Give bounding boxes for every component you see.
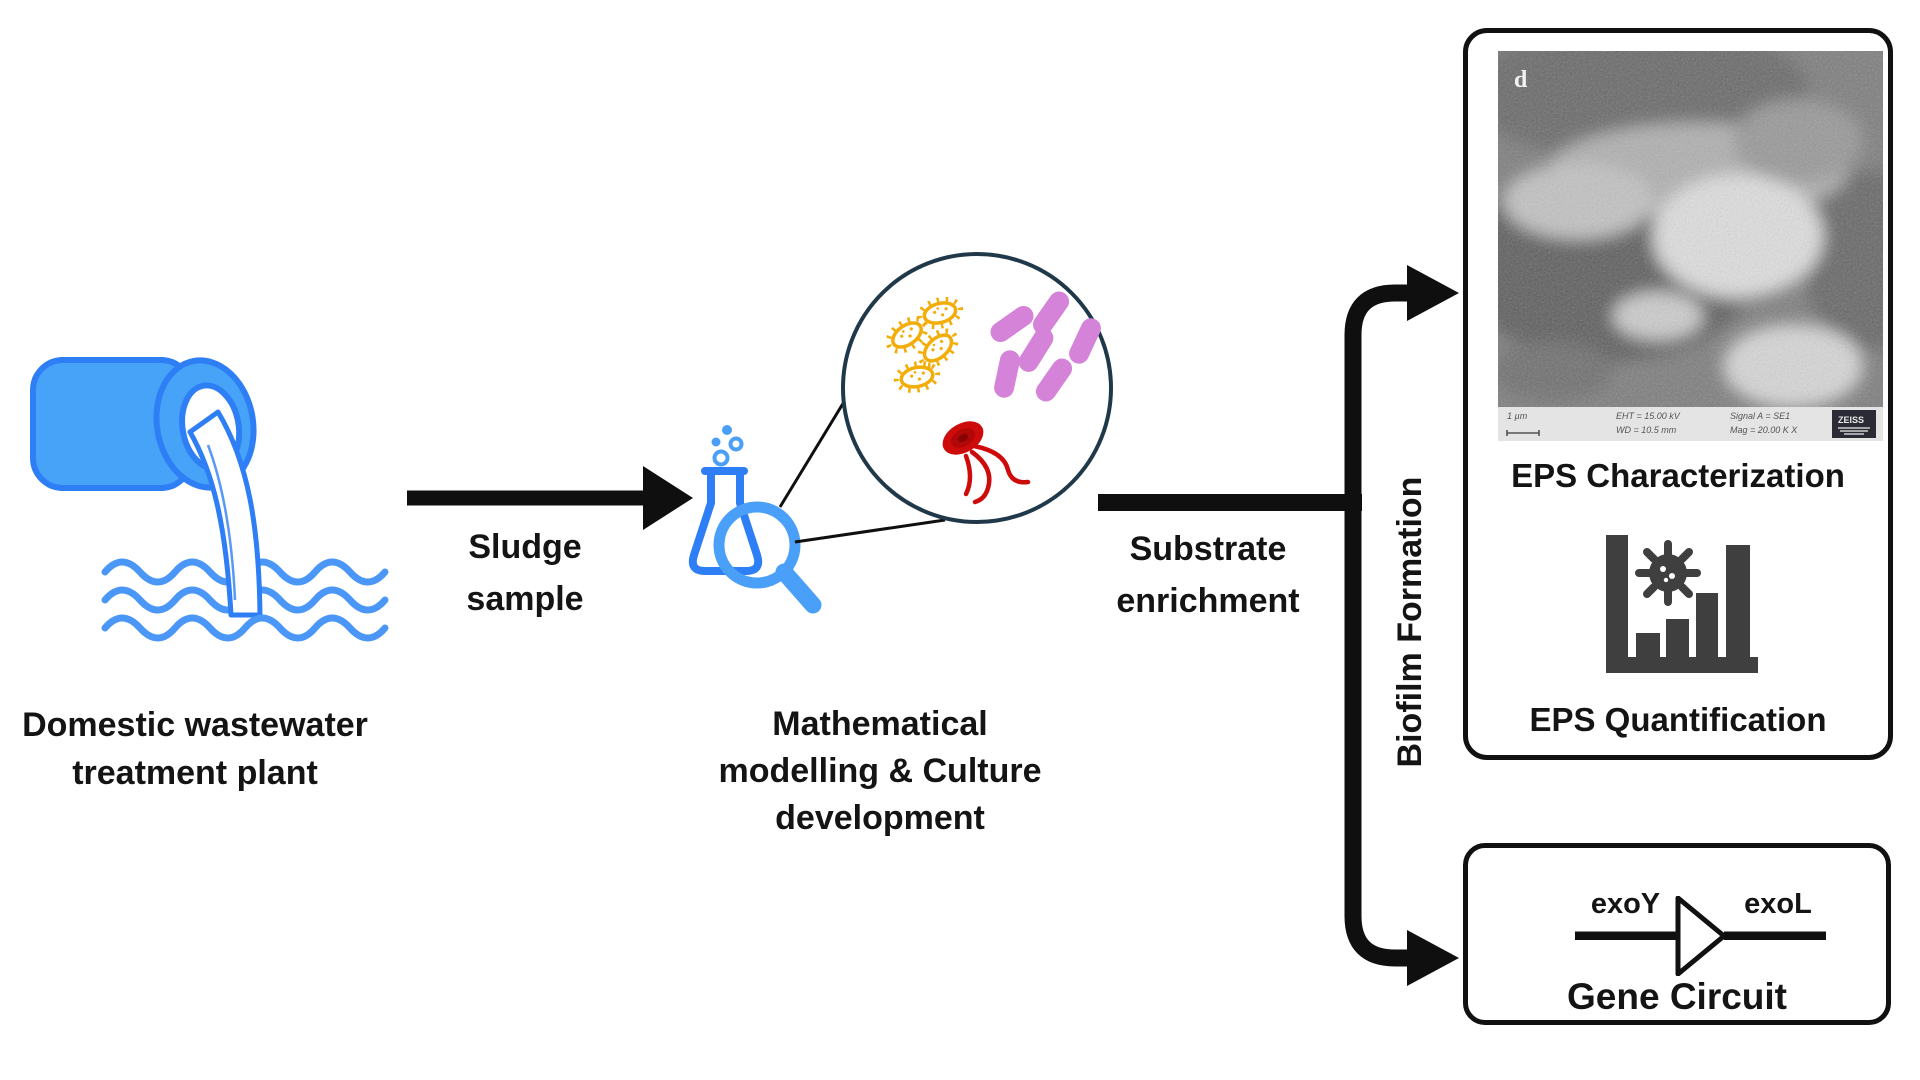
gene-circuit-title: Gene Circuit: [1567, 976, 1787, 1017]
substrate-label-line1: Substrate: [1129, 530, 1287, 568]
culture-label-line2: modelling & Culture: [718, 752, 1042, 790]
sem-corner-label: d: [1514, 67, 1528, 93]
substrate-arrow-label: Substrate enrichment: [1063, 523, 1353, 627]
gene-promoter-arrow-icon: [1575, 896, 1826, 976]
magnifier-icon: [713, 501, 822, 614]
sem-micrograph: d 1 µm EHT = 15.00 kV WD = 10.5 mm Signa…: [1498, 51, 1883, 441]
source-label-line2: treatment plant: [72, 754, 318, 792]
substrate-arrow-line: [1098, 494, 1362, 511]
sludge-arrow-icon: [407, 466, 693, 530]
culture-label: Mathematical modelling & Culture develop…: [620, 701, 1140, 842]
sem-mag-label: Mag = 20.00 K X: [1730, 425, 1798, 435]
sem-metadata-bar: 1 µm EHT = 15.00 kV WD = 10.5 mm Signal …: [1498, 407, 1883, 441]
sem-scale-label: 1 µm: [1507, 411, 1528, 421]
sem-wd-label: WD = 10.5 mm: [1616, 425, 1677, 435]
arrowhead-bottom: [1407, 930, 1459, 986]
wastewater-pipe-icon: [30, 357, 389, 642]
bubbles-icon: [711, 425, 744, 467]
branch-bracket-arrows: [1344, 265, 1459, 986]
gene-circuit-box: exoY exoL Gene Circuit: [1463, 843, 1891, 1025]
gene-exol-label: exoL: [1744, 888, 1812, 920]
arrowhead-top: [1407, 265, 1459, 321]
zeiss-logo-text: ZEISS: [1838, 415, 1864, 425]
bar-chart-virus-icon: [1606, 535, 1758, 673]
microscope-view-circle: [778, 252, 1113, 544]
biofilm-formation-label: Biofilm Formation: [1391, 476, 1429, 768]
eps-characterization-label: EPS Characterization: [1511, 457, 1845, 494]
sludge-arrow-label: Sludge sample: [405, 521, 645, 625]
sem-signal-label: Signal A = SE1: [1730, 411, 1790, 421]
gene-exoy-label: exoY: [1590, 888, 1661, 920]
source-label: Domestic wastewater treatment plant: [5, 701, 385, 797]
red-flagellate-icon: [942, 421, 1031, 505]
substrate-label-line2: enrichment: [1116, 582, 1300, 620]
zoom-connector-lines: [778, 391, 946, 544]
sludge-label-line1: Sludge: [468, 528, 582, 566]
sludge-label-line2: sample: [466, 580, 584, 618]
culture-label-line1: Mathematical: [772, 705, 988, 743]
sem-eht-label: EHT = 15.00 kV: [1616, 411, 1681, 421]
water-waves-icon: [101, 614, 389, 642]
culture-label-line3: development: [775, 799, 985, 837]
source-label-line1: Domestic wastewater: [22, 706, 368, 744]
flask-icon: [688, 425, 822, 614]
eps-box: d 1 µm EHT = 15.00 kV WD = 10.5 mm Signa…: [1463, 28, 1893, 760]
eps-quantification-label: EPS Quantification: [1529, 701, 1827, 738]
virus-icon: [1635, 540, 1701, 606]
